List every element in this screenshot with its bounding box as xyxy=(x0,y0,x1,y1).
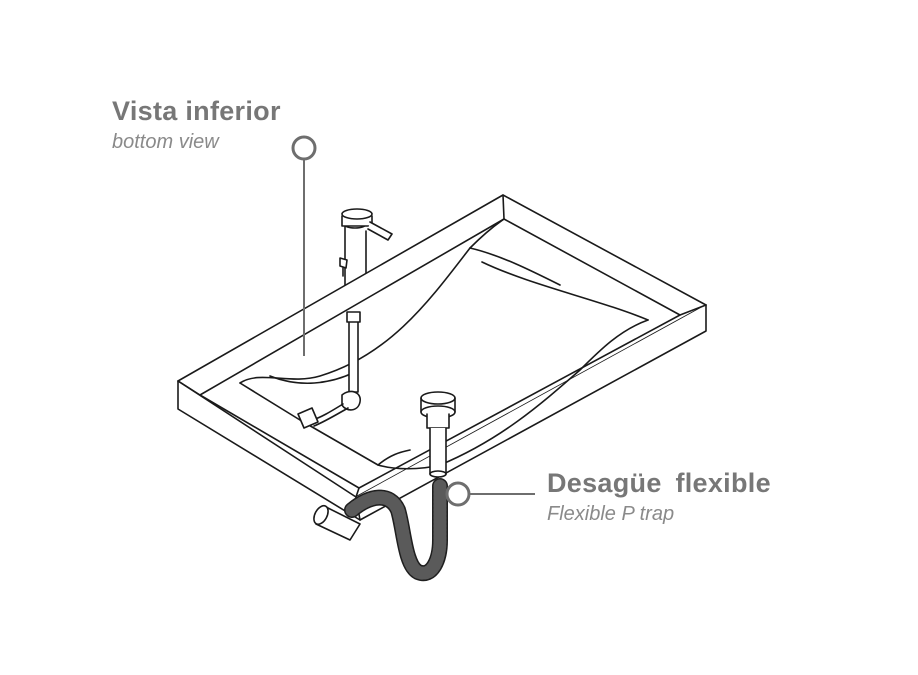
bottom-view-title: Vista inferior xyxy=(112,96,281,126)
callout-marker-p-trap xyxy=(445,481,471,507)
p-trap-subtitle: Flexible P trap xyxy=(547,503,675,525)
callout-marker-bottom-view xyxy=(291,135,317,161)
flexible-p-trap xyxy=(344,478,448,582)
supply-hose xyxy=(297,311,361,429)
outlet-pipe xyxy=(313,504,361,541)
callout-bottom-view xyxy=(291,135,317,356)
faucet xyxy=(339,208,393,298)
drain-tailpiece xyxy=(420,391,456,478)
p-trap-title: Desagüe flexible xyxy=(547,468,771,498)
callout-p-trap xyxy=(445,481,535,507)
bottom-view-subtitle: bottom view xyxy=(112,131,219,153)
